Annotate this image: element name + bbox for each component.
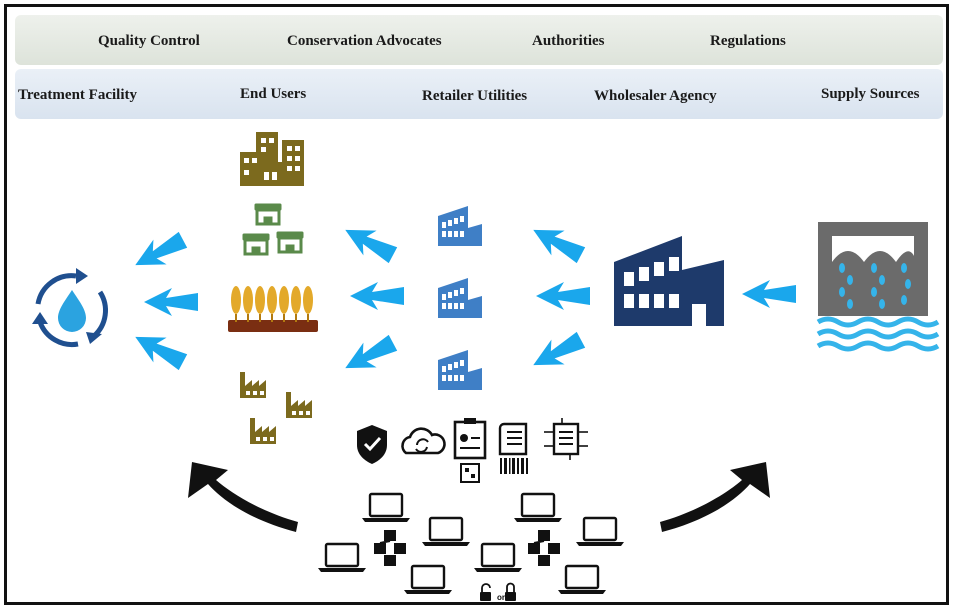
stakeholder-band-bottom (15, 69, 943, 119)
flow-arrow-icon (128, 324, 190, 375)
flow-arrow-icon (144, 288, 198, 316)
curved-arrow-icon (660, 462, 770, 532)
flow-arrow-icon (526, 217, 588, 268)
label-treatment-facility: Treatment Facility (18, 87, 137, 103)
label-conservation-advocates: Conservation Advocates (287, 33, 442, 49)
flow-arrow-icon (742, 280, 796, 308)
lock-icon (480, 582, 516, 601)
store-icon (241, 202, 305, 256)
stakeholder-band-top (15, 15, 943, 65)
flow-arrow-icon (338, 330, 400, 381)
flow-arrow-icon (128, 227, 190, 278)
flow-arrow-icon (526, 327, 588, 378)
shield-check-icon (357, 425, 387, 464)
blockchain-cubes-icon (373, 529, 561, 567)
label-quality-control: Quality Control (98, 33, 200, 49)
buildings-icon (240, 132, 304, 186)
label-supply-sources: Supply Sources (821, 86, 920, 102)
label-end-users: End Users (240, 86, 307, 102)
laptop-icon (316, 492, 626, 596)
label-wholesaler-agency: Wholesaler Agency (594, 88, 717, 104)
document-chip-icon (544, 418, 588, 460)
flow-arrow-icon (350, 282, 404, 310)
flow-arrow-icon (536, 282, 590, 310)
dam-icon (816, 222, 940, 352)
retailer-building-icon (438, 206, 482, 390)
label-authorities: Authorities (532, 33, 605, 49)
wholesaler-building-icon (614, 236, 724, 326)
label-regulations: Regulations (710, 33, 786, 49)
flow-arrow-icon (338, 217, 400, 268)
receipt-barcode-icon (498, 422, 528, 474)
label-retailer-utilities: Retailer Utilities (422, 88, 528, 104)
wheat-field-icon (228, 286, 318, 332)
recycle-water-icon (32, 268, 108, 348)
certificate-icon (453, 418, 487, 483)
lock-separator-text: or (497, 593, 505, 602)
cloud-sync-icon (401, 427, 446, 455)
factory-icon (240, 372, 312, 444)
curved-arrow-icon (188, 462, 298, 532)
